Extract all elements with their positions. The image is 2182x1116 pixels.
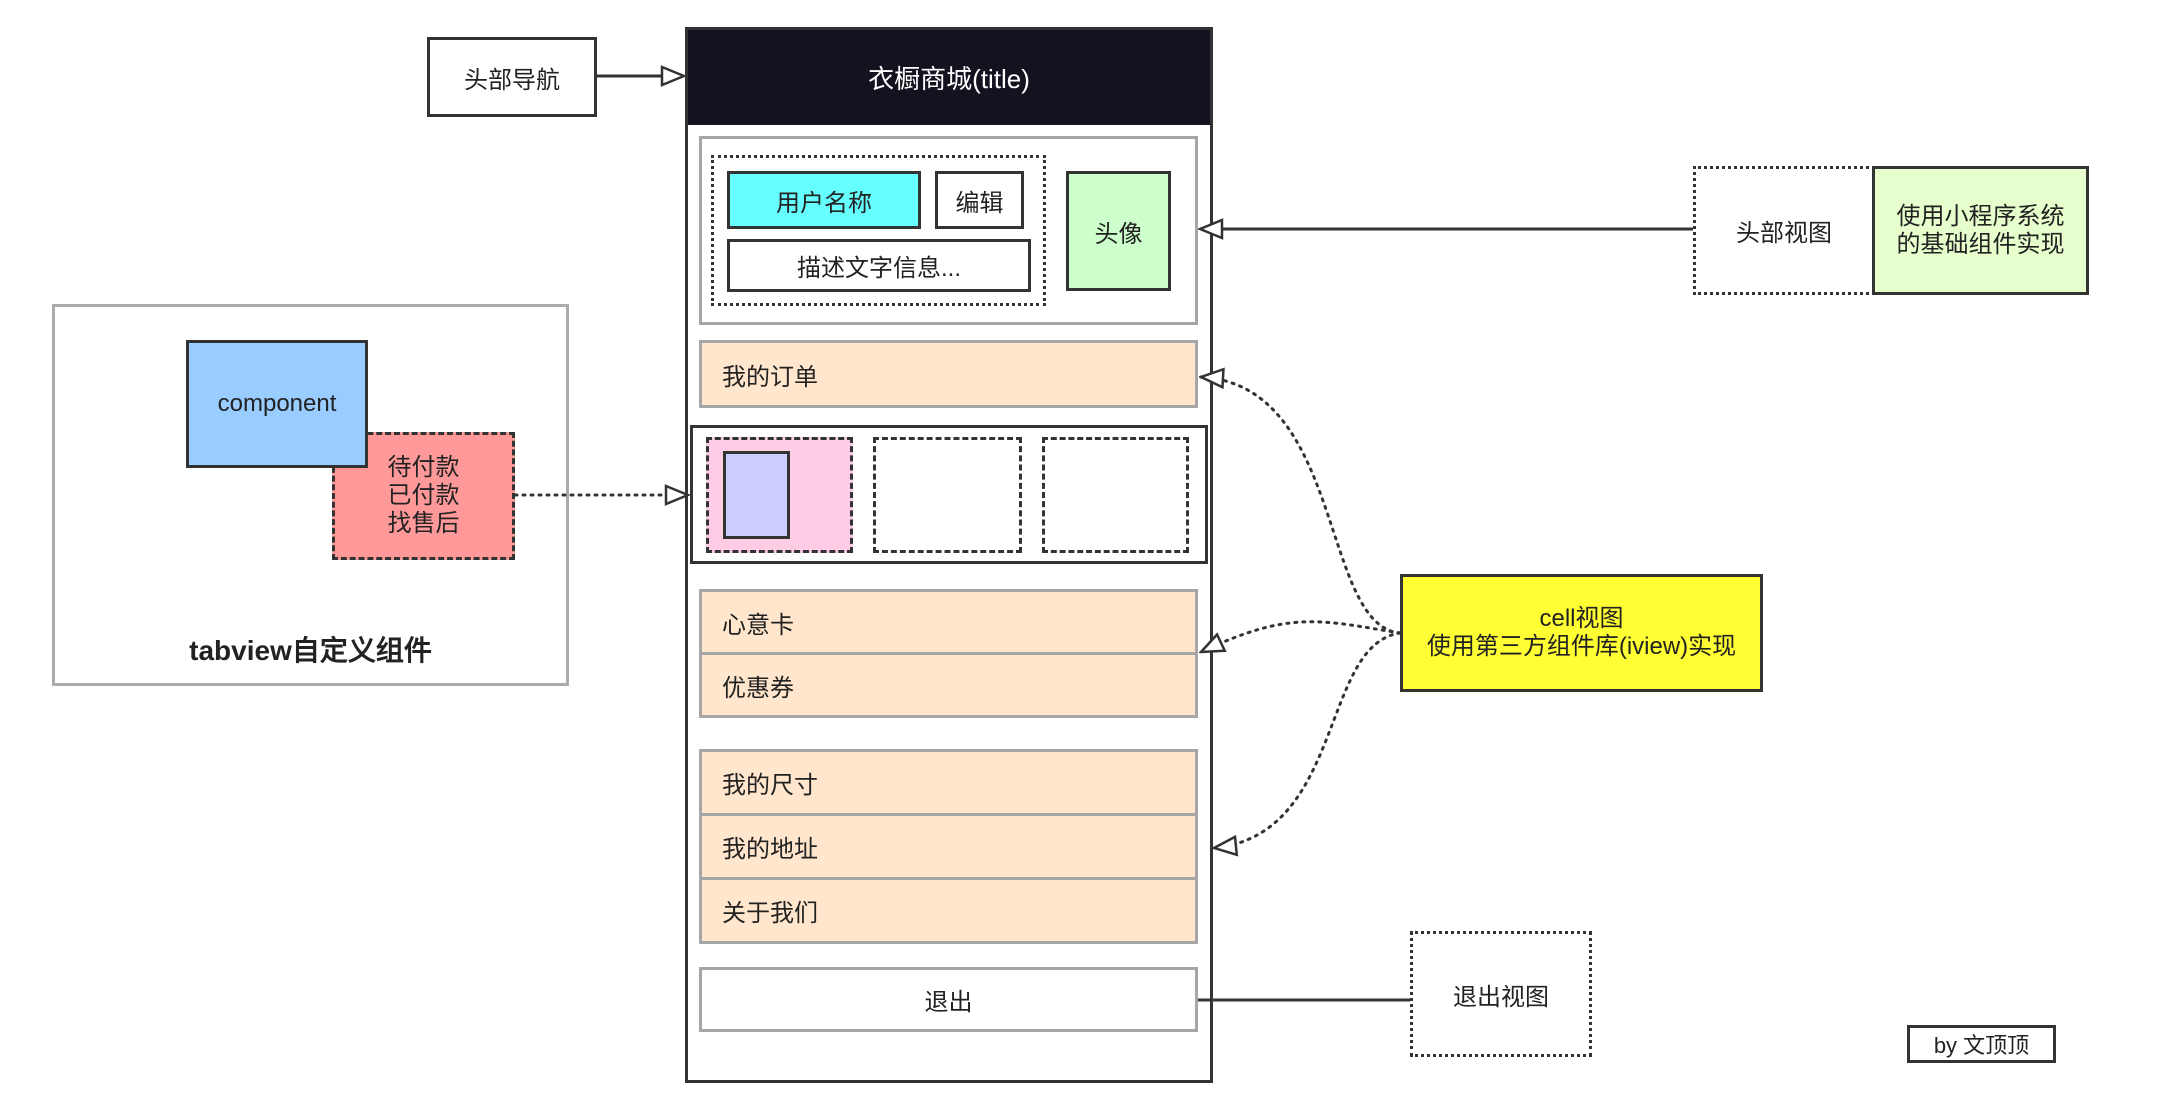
tabview-component-panel: component 待付款 已付款 找售后 tabview自定义组件 bbox=[52, 304, 569, 686]
cell-label: 我的尺寸 bbox=[722, 772, 818, 799]
note-line: 使用小程序系统 bbox=[1896, 202, 2065, 230]
header-view-note-text: 使用小程序系统 的基础组件实现 bbox=[1897, 203, 2065, 259]
app-title: 衣橱商城(title) bbox=[688, 30, 1210, 125]
arrow-cell-group-1 bbox=[1201, 620, 1402, 654]
cell-label: 我的订单 bbox=[722, 363, 818, 391]
cell-about-us[interactable]: 关于我们 bbox=[699, 877, 1198, 944]
cell-my-size[interactable]: 我的尺寸 bbox=[699, 749, 1198, 816]
user-info-group: 用户名称 编辑 描述文字信息... bbox=[711, 155, 1046, 306]
logout-button[interactable]: 退出 bbox=[699, 967, 1198, 1032]
cell-my-address[interactable]: 我的地址 bbox=[699, 813, 1198, 880]
header-view: 用户名称 编辑 描述文字信息... 头像 bbox=[699, 136, 1198, 325]
tab-label-after-sales: 找售后 bbox=[387, 510, 460, 537]
tab-item-content bbox=[723, 451, 790, 539]
phone-mockup: 衣橱商城(title) 用户名称 编辑 描述文字信息... 头像 我的订单 心意… bbox=[685, 27, 1213, 1083]
cell-view-note-text: cell视图 使用第三方组件库(iview)实现 bbox=[1427, 605, 1736, 661]
tab-item-active[interactable] bbox=[706, 437, 853, 553]
tabview-panel-title: tabview自定义组件 bbox=[189, 635, 432, 666]
cell-label: 我的地址 bbox=[722, 836, 818, 863]
tab-labels-list: 待付款 已付款 找售后 bbox=[388, 454, 460, 538]
cell-view-note: cell视图 使用第三方组件库(iview)实现 bbox=[1400, 574, 1763, 692]
arrow-cell-group-2 bbox=[1214, 631, 1402, 848]
note-line: 的基础组件实现 bbox=[1896, 230, 2065, 258]
component-box: component bbox=[186, 340, 368, 468]
author-credit: by 文顶顶 bbox=[1907, 1025, 2056, 1063]
header-nav-label: 头部导航 bbox=[427, 37, 597, 117]
description-text: 描述文字信息... bbox=[727, 239, 1031, 292]
cell-my-orders[interactable]: 我的订单 bbox=[699, 340, 1198, 408]
header-view-label: 头部视图 bbox=[1693, 166, 1875, 295]
note-line: 使用第三方组件库(iview)实现 bbox=[1426, 633, 1737, 660]
header-view-note: 使用小程序系统 的基础组件实现 bbox=[1872, 166, 2089, 295]
cell-group-2: 我的尺寸 我的地址 关于我们 bbox=[699, 749, 1198, 944]
cell-label: 关于我们 bbox=[722, 900, 818, 927]
username: 用户名称 bbox=[727, 171, 921, 229]
logout-view-label: 退出视图 bbox=[1410, 931, 1592, 1057]
arrow-cell-orders bbox=[1201, 377, 1402, 635]
cell-coupons[interactable]: 优惠券 bbox=[699, 652, 1198, 718]
edit-button[interactable]: 编辑 bbox=[935, 171, 1024, 229]
note-line: cell视图 bbox=[1539, 605, 1624, 632]
cell-group-1: 心意卡 优惠券 bbox=[699, 589, 1198, 718]
cell-label: 优惠券 bbox=[722, 674, 794, 702]
tab-label-paid: 已付款 bbox=[387, 482, 460, 509]
tab-labels-box: 待付款 已付款 找售后 bbox=[332, 432, 515, 560]
avatar[interactable]: 头像 bbox=[1066, 171, 1171, 291]
cell-gift-card[interactable]: 心意卡 bbox=[699, 589, 1198, 655]
tab-item[interactable] bbox=[873, 437, 1022, 553]
cell-label: 心意卡 bbox=[722, 611, 794, 639]
tab-view bbox=[690, 425, 1208, 564]
tab-label-pending-payment: 待付款 bbox=[387, 454, 460, 481]
tab-item[interactable] bbox=[1042, 437, 1189, 553]
